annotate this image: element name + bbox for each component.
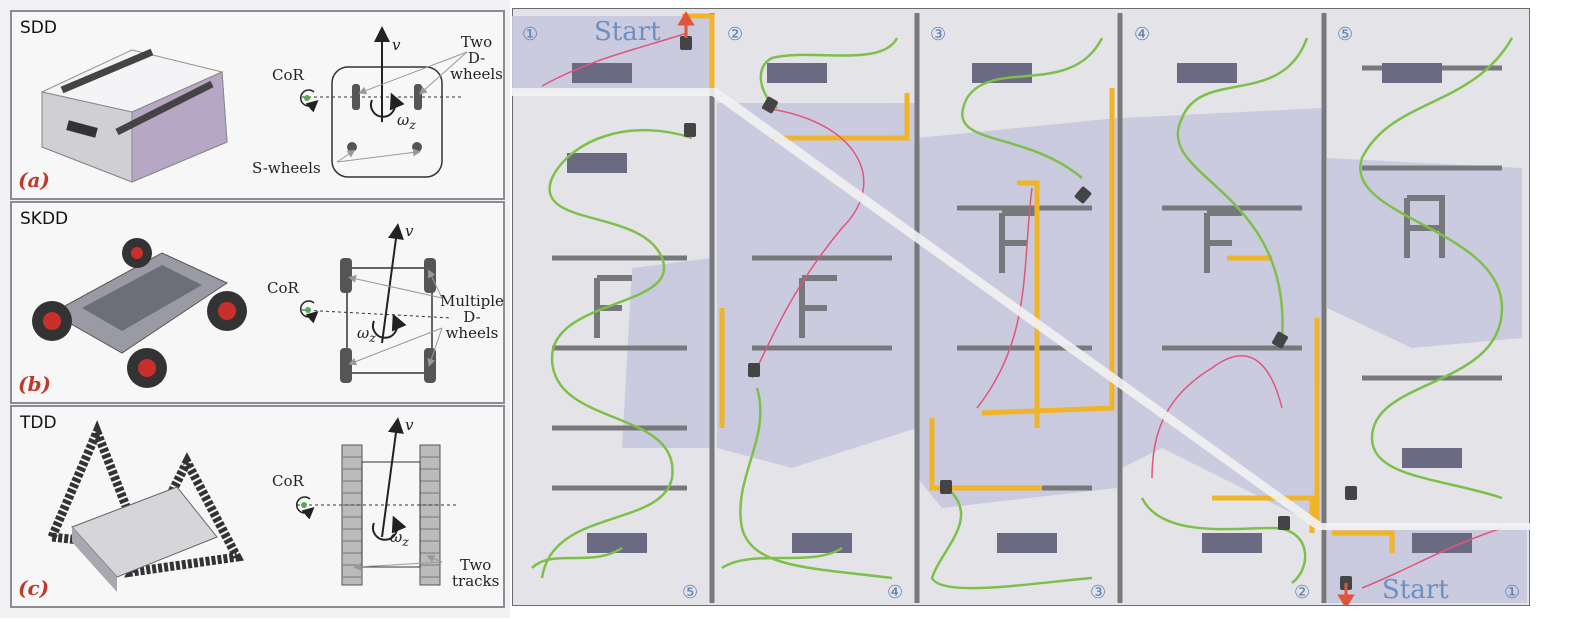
sdd-cor-label: CoR — [272, 67, 304, 83]
skdd-cor-label: CoR — [267, 280, 299, 296]
tdd-tracks-label: Twotracks — [452, 557, 499, 589]
panel-skdd: SKDD (b) CoR v ωz MultipleD-wheels — [10, 201, 505, 404]
skdd-title: SKDD — [20, 209, 68, 229]
tdd-omega-label: ωz — [390, 529, 409, 550]
sdd-v-label: v — [392, 37, 400, 53]
segment-num-top-4: ④ — [1134, 24, 1150, 45]
robot-models-column: SDD (a) CoR v ωz TwoD-wheels S-wheels — [0, 0, 510, 618]
tdd-illustration — [12, 407, 505, 608]
skdd-v-label: v — [405, 223, 413, 239]
tdd-cor-label: CoR — [272, 473, 304, 489]
panel-tdd: TDD (c) CoR v ωz Twotracks — [10, 405, 505, 608]
maze-exploration-diagram: Start Start ① ② ③ ④ ⑤ ⑤ ④ ③ ② ① — [512, 8, 1530, 606]
segment-num-bottom-3: ③ — [1090, 582, 1106, 603]
segment-num-bottom-1: ① — [1504, 582, 1520, 603]
skdd-omega-label: ωz — [357, 325, 376, 346]
segment-num-bottom-2: ② — [1294, 582, 1310, 603]
segment-num-top-5: ⑤ — [1337, 24, 1353, 45]
skdd-illustration — [12, 203, 505, 404]
start-label-top: Start — [594, 17, 661, 47]
segment-num-top-2: ② — [727, 24, 743, 45]
skdd-dwheels-label: MultipleD-wheels — [440, 293, 504, 341]
tdd-title: TDD — [20, 413, 57, 433]
sdd-robot-render — [42, 50, 227, 182]
skdd-robot-render — [32, 238, 247, 388]
sdd-dwheels-label: TwoD-wheels — [450, 34, 503, 82]
sdd-schematic — [301, 34, 467, 177]
tdd-robot-render — [52, 432, 237, 592]
skdd-schematic — [301, 231, 452, 383]
sdd-title: SDD — [20, 18, 57, 38]
tdd-v-label: v — [405, 417, 413, 433]
segment-num-bottom-4: ④ — [887, 582, 903, 603]
sdd-omega-label: ωz — [397, 112, 416, 133]
panel-c-label: (c) — [18, 576, 49, 600]
panel-a-label: (a) — [18, 168, 50, 192]
segment-num-bottom-5: ⑤ — [682, 582, 698, 603]
panel-sdd: SDD (a) CoR v ωz TwoD-wheels S-wheels — [10, 10, 505, 200]
start-label-bottom: Start — [1382, 575, 1449, 605]
tdd-schematic — [297, 425, 457, 585]
segment-num-top-3: ③ — [930, 24, 946, 45]
sdd-swheels-label: S-wheels — [252, 160, 321, 176]
panel-b-label: (b) — [18, 372, 51, 396]
segment-num-top-1: ① — [522, 24, 538, 45]
